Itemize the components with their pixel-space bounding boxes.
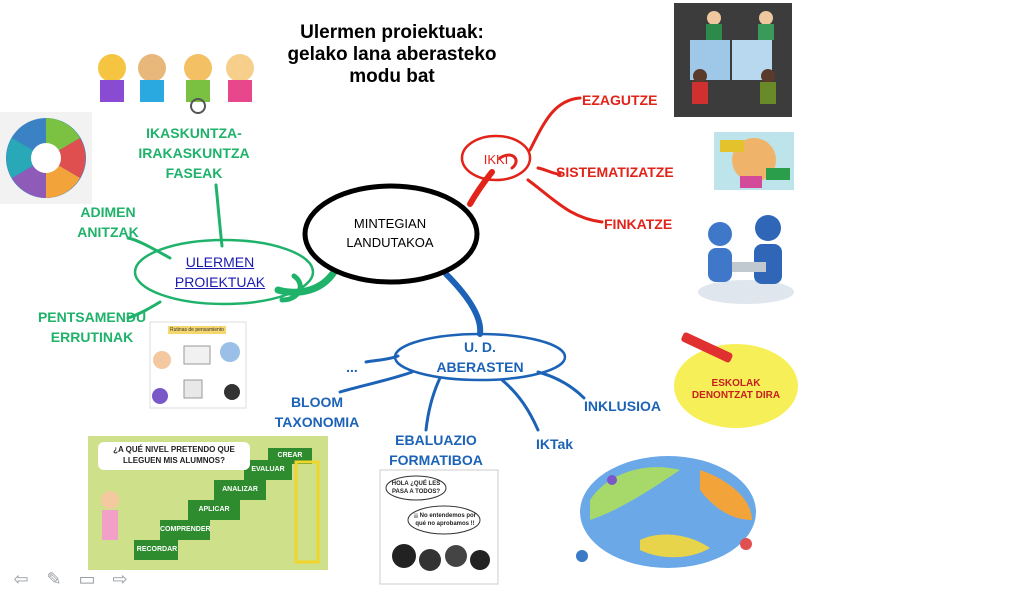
pentsamendu-line-1: PENTSAMENDU — [37, 309, 147, 325]
title-line-3: modu bat — [349, 66, 435, 87]
joined-hands-image — [714, 132, 794, 190]
ebaluazio-line-2: FORMATIBOA — [389, 452, 483, 468]
sistematizatze-label: SISTEMATIZATZE — [556, 164, 674, 180]
connector-center-to-ud — [443, 271, 484, 337]
screen-icon[interactable]: ▭ — [78, 569, 96, 589]
title-line-1: Ulermen proiektuak: — [300, 22, 484, 43]
inklusioa-label: INKLUSIOA — [584, 398, 661, 414]
connector-ikki-inner — [498, 153, 518, 170]
children-holding-hands-image — [98, 54, 254, 114]
bloom-step-aplicar: APLICAR — [198, 506, 230, 513]
eskolak-image-text: ESKOLAK DENONTZAT DIRA — [686, 378, 786, 402]
ict-globe-image — [576, 456, 756, 568]
ezagutze-label: EZAGUTZE — [582, 92, 658, 108]
connector-center-to-ulermen — [274, 268, 338, 296]
adimen-anitzak-label: ADIMEN ANITZAK — [62, 202, 154, 242]
connector-ulermen-to-fases — [214, 183, 224, 248]
diagram-title: Ulermen proiektuak: gelako lana aberaste… — [272, 22, 512, 88]
connector-ud-to-ebaluazio — [424, 376, 442, 432]
ud-line-1: U. D. — [464, 339, 496, 355]
mafalda-comic-image — [379, 469, 499, 585]
bloom-step-comprender: COMPRENDER — [160, 526, 211, 533]
ulermen-proiektuak-link[interactable]: ULERMEN PROIEKTUAK — [158, 252, 282, 292]
thinking-routines-image — [149, 321, 247, 409]
ulermen-line-1[interactable]: ULERMEN — [185, 254, 255, 270]
ellipsis-label: ... — [346, 359, 358, 375]
adimen-line-1: ADIMEN — [80, 204, 136, 220]
bloom-question-text: ¿A QUÉ NIVEL PRETENDO QUE LLEGUEN MIS AL… — [113, 445, 235, 465]
center-node-ellipse — [302, 183, 480, 285]
fases-line-2: IRAKASKUNTZA — [138, 145, 250, 161]
fases-line-1: IKASKUNTZA- — [146, 125, 242, 141]
ikki-label: IKKI — [483, 152, 509, 167]
fases-label: IKASKUNTZA- IRAKASKUNTZA FASEAK — [126, 123, 262, 183]
connector-ikki-to-finkatze — [526, 178, 604, 224]
bloom-step-recordar: RECORDAR — [136, 546, 178, 553]
puzzle-teamwork-image — [674, 3, 792, 117]
pentsamendu-errutinak-label: PENTSAMENDU ERRUTINAK — [26, 307, 158, 347]
finkatze-label: FINKATZE — [604, 216, 673, 232]
connector-ulermen-loop — [279, 273, 303, 303]
connector-ud-to-inklusioa — [536, 370, 586, 400]
bloom-staircase-image — [88, 436, 328, 570]
connector-ikki-to-sistematizatze — [536, 166, 562, 176]
connector-ulermen-to-adimen — [126, 236, 172, 260]
ulermen-node-ellipse — [133, 238, 315, 306]
eskolak-line-2: DENONTZAT DIRA — [691, 390, 781, 401]
forward-arrow-icon[interactable]: ⇨ — [112, 569, 128, 589]
comic-bubble-1: HOLA ¿QUÉ LES PASA A TODOS? — [391, 481, 441, 495]
center-line-2: LANDUTAKOA — [346, 235, 434, 250]
bloom-taxonomia-label: BLOOM TAXONOMIA — [262, 392, 372, 432]
eskolak-denontzat-dira-image — [674, 332, 798, 428]
ud-node-ellipse — [393, 332, 567, 382]
connector-ud-to-ellipsis — [364, 354, 400, 364]
bloom-step-crear: CREAR — [277, 452, 303, 459]
connector-ikki-to-ezagutze — [528, 96, 582, 152]
routines-caption: Rutinas de pensamiento — [170, 327, 224, 333]
title-line-2: gelako lana aberasteko — [287, 44, 497, 65]
eskolak-line-1: ESKOLAK — [711, 378, 761, 389]
bloom-step-evaluar: EVALUAR — [251, 466, 285, 473]
bloom-line-2: TAXONOMIA — [274, 414, 360, 430]
iktak-label: IKTak — [536, 436, 574, 452]
connector-ulermen-to-pentsamendu — [126, 300, 162, 320]
ud-line-2: ABERASTEN — [436, 359, 524, 375]
pen-icon[interactable]: ✎ — [46, 569, 62, 589]
ikki-node-ellipse — [460, 134, 532, 182]
center-line-1: MINTEGIAN — [353, 216, 427, 231]
team-meeting-image — [698, 215, 794, 304]
connector-center-to-ikki — [467, 169, 495, 207]
center-node-label: MINTEGIAN LANDUTAKOA — [330, 214, 450, 252]
multiple-intelligences-wheel-image — [0, 112, 92, 204]
fases-line-3: FASEAK — [165, 165, 223, 181]
adimen-line-2: ANITZAK — [77, 224, 139, 240]
bloom-step-analizar: ANALIZAR — [222, 486, 258, 493]
pentsamendu-line-2: ERRUTINAK — [50, 329, 134, 345]
ulermen-line-2[interactable]: PROIEKTUAK — [174, 274, 266, 290]
connector-ud-to-iktak — [500, 378, 540, 432]
back-arrow-icon[interactable]: ⇦ — [13, 569, 29, 589]
bloom-line-1: BLOOM — [290, 394, 344, 410]
ebaluazio-formatiboa-label: EBALUAZIO FORMATIBOA — [378, 430, 494, 470]
comic-bubble-2: ¡¡ No entendemos por qué no aprobamos !! — [413, 513, 476, 527]
connector-ud-to-bloom — [338, 370, 414, 394]
ud-aberasten-label: U. D. ABERASTEN — [420, 337, 540, 377]
ebaluazio-line-1: EBALUAZIO — [395, 432, 477, 448]
